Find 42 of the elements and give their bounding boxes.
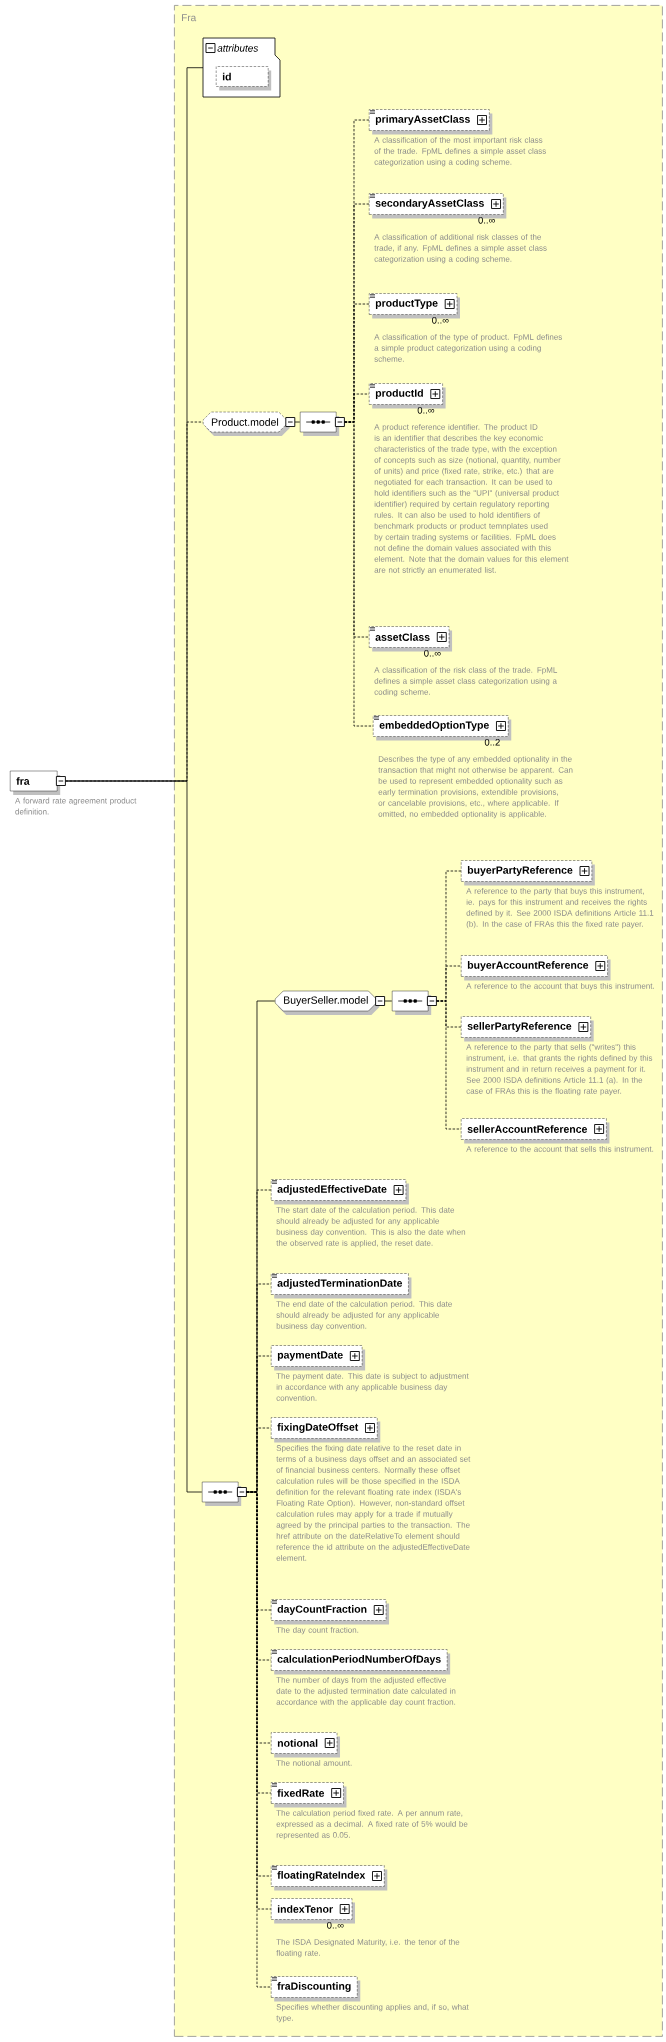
description-text: Describes the type of any embedded optionality in the transaction that might not otherwise be apparent. Can be used to represent embedded optionality such as early termination provisions, extendible provisions, or cancelable provisions, etc., where applicable. If omitted, no embedded optionality is applicable. (378, 755, 573, 819)
multiplicity-label: 0..∞ (478, 216, 495, 224)
description-text: A classification of the risk class of the trade. FpML defines a simple asset class categorization using a coding scheme. (374, 666, 558, 697)
description-text: The day count fraction. (276, 1626, 359, 1635)
connector-line (384, 1000, 393, 1002)
description-text: Specifies the fixing date relative to the reset date in terms of a business days offset and an associated set of financial business centers. Normally these offset calculation rules will be those specified in the ISDA definition for the relevant floating rate index (ISDA's Floating Rate Option). However, non-standard offset calculation rules may apply for a trade if mutually agreed by the principal parties to the transaction. The href attribute on the dateRelativeTo element should reference the id attribute on the adjustedEffectiveDate element. (276, 1444, 471, 1561)
description-text: A forward rate agreement product definition. (15, 797, 137, 815)
element-box: adjustedEffectiveDate (271, 1179, 409, 1205)
multiplicity-label: 0..∞ (417, 406, 435, 414)
description-text: A reference to the account that buys this instrument. (466, 982, 654, 991)
connector-line (246, 1000, 276, 1493)
description-text: A classification of additional risk classes of the trade, if any. FpML defines a simple asset class categorization using a coding scheme. (374, 233, 547, 264)
element-box: calculationPeriodNumberOfDays (271, 1649, 451, 1675)
connector-line (344, 421, 374, 727)
connector-line (65, 780, 203, 1493)
description-text: The number of days from the adjusted effective date to the adjusted termination date calculated in accordance with the applicable day count fraction. (276, 1676, 456, 1707)
element-box: sellerPartyReference (461, 1016, 594, 1042)
description-text: A product reference identifier. The product ID is an identifier that describes the key economic characteristics of the trade type, with the exception of concepts such as size (notional, quantity, number of units) and price (fixed rate, strike, etc.) that are negotiated for each transaction. It can be used to hold identifiers such as the "UPI" (universal product identifier) required by certain regulatory reporting rules. It can also be used to hold identifiers of benchmark products or product temnplates used by certain trading systems or facilities. FpML does not define the domain values associated with this element. Note that the domain values for this element are not strictly an enumerated list. (374, 423, 569, 575)
attribute-box: id (216, 66, 272, 91)
description-text: The notional amount. (276, 1759, 352, 1766)
description-text: A classification of the most important risk class of the trade. FpML defines a simple asset class categorization using a coding scheme. (374, 136, 546, 167)
element-box: sellerAccountReference (461, 1118, 610, 1144)
element-box: adjustedTerminationDate (271, 1273, 412, 1299)
multiplicity-label: 0..∞ (327, 1921, 344, 1929)
connector-line (246, 1491, 272, 1988)
description-text: The calculation period fixed rate. A per annum rate, expressed as a decimal. A fixed rate of 5% would be represented as 0.05. (276, 1809, 468, 1840)
element-box: buyerPartyReference (461, 860, 595, 886)
description-text: Specifies whether discounting applies and, if so, what type. (276, 2003, 469, 2023)
description-text: The payment date. This date is subject to adjustment in accordance with any applicable business day convention. (276, 1372, 469, 1401)
connector-line (294, 421, 301, 423)
description-text: A reference to the party that sells ("writes") this instrument, i.e. that grants the rights defined by this instrument and in return receives a payment for it. See 2000 ISDA definitions Article 11.1 (a). In the case of FRAs this is the floating rate payer. (466, 1043, 653, 1096)
description-text: The ISDA Designated Maturity, i.e. the tenor of the floating rate. (276, 1938, 460, 1958)
connector-line (436, 1000, 462, 1130)
element-box: fraDiscounting (271, 1976, 361, 2002)
description-text: The end date of the calculation period. This date should already be adjusted for any applicable business day convention. (276, 1300, 452, 1331)
description-text: A reference to the account that sells this instrument. (466, 1145, 654, 1152)
element-box: primaryAssetClass (369, 109, 493, 135)
description-text: A reference to the party that buys this instrument, ie. pays for this instrument and receives the rights defined by it. See 2000 ISDA definitions Article 11.1 (b). In the case of FRAs this the fixed rate payer. (466, 887, 654, 929)
description-text: A classification of the type of product. FpML defines a simple product categorization using a coding scheme. (374, 333, 562, 362)
multiplicity-label: 0..2 (484, 738, 500, 746)
element-box: buyerAccountReference (461, 955, 611, 981)
description-text: The start date of the calculation period. This date should already be adjusted for any applicable business day convention. This is also the date when the observed rate is applied, the reset date. (276, 1206, 466, 1248)
